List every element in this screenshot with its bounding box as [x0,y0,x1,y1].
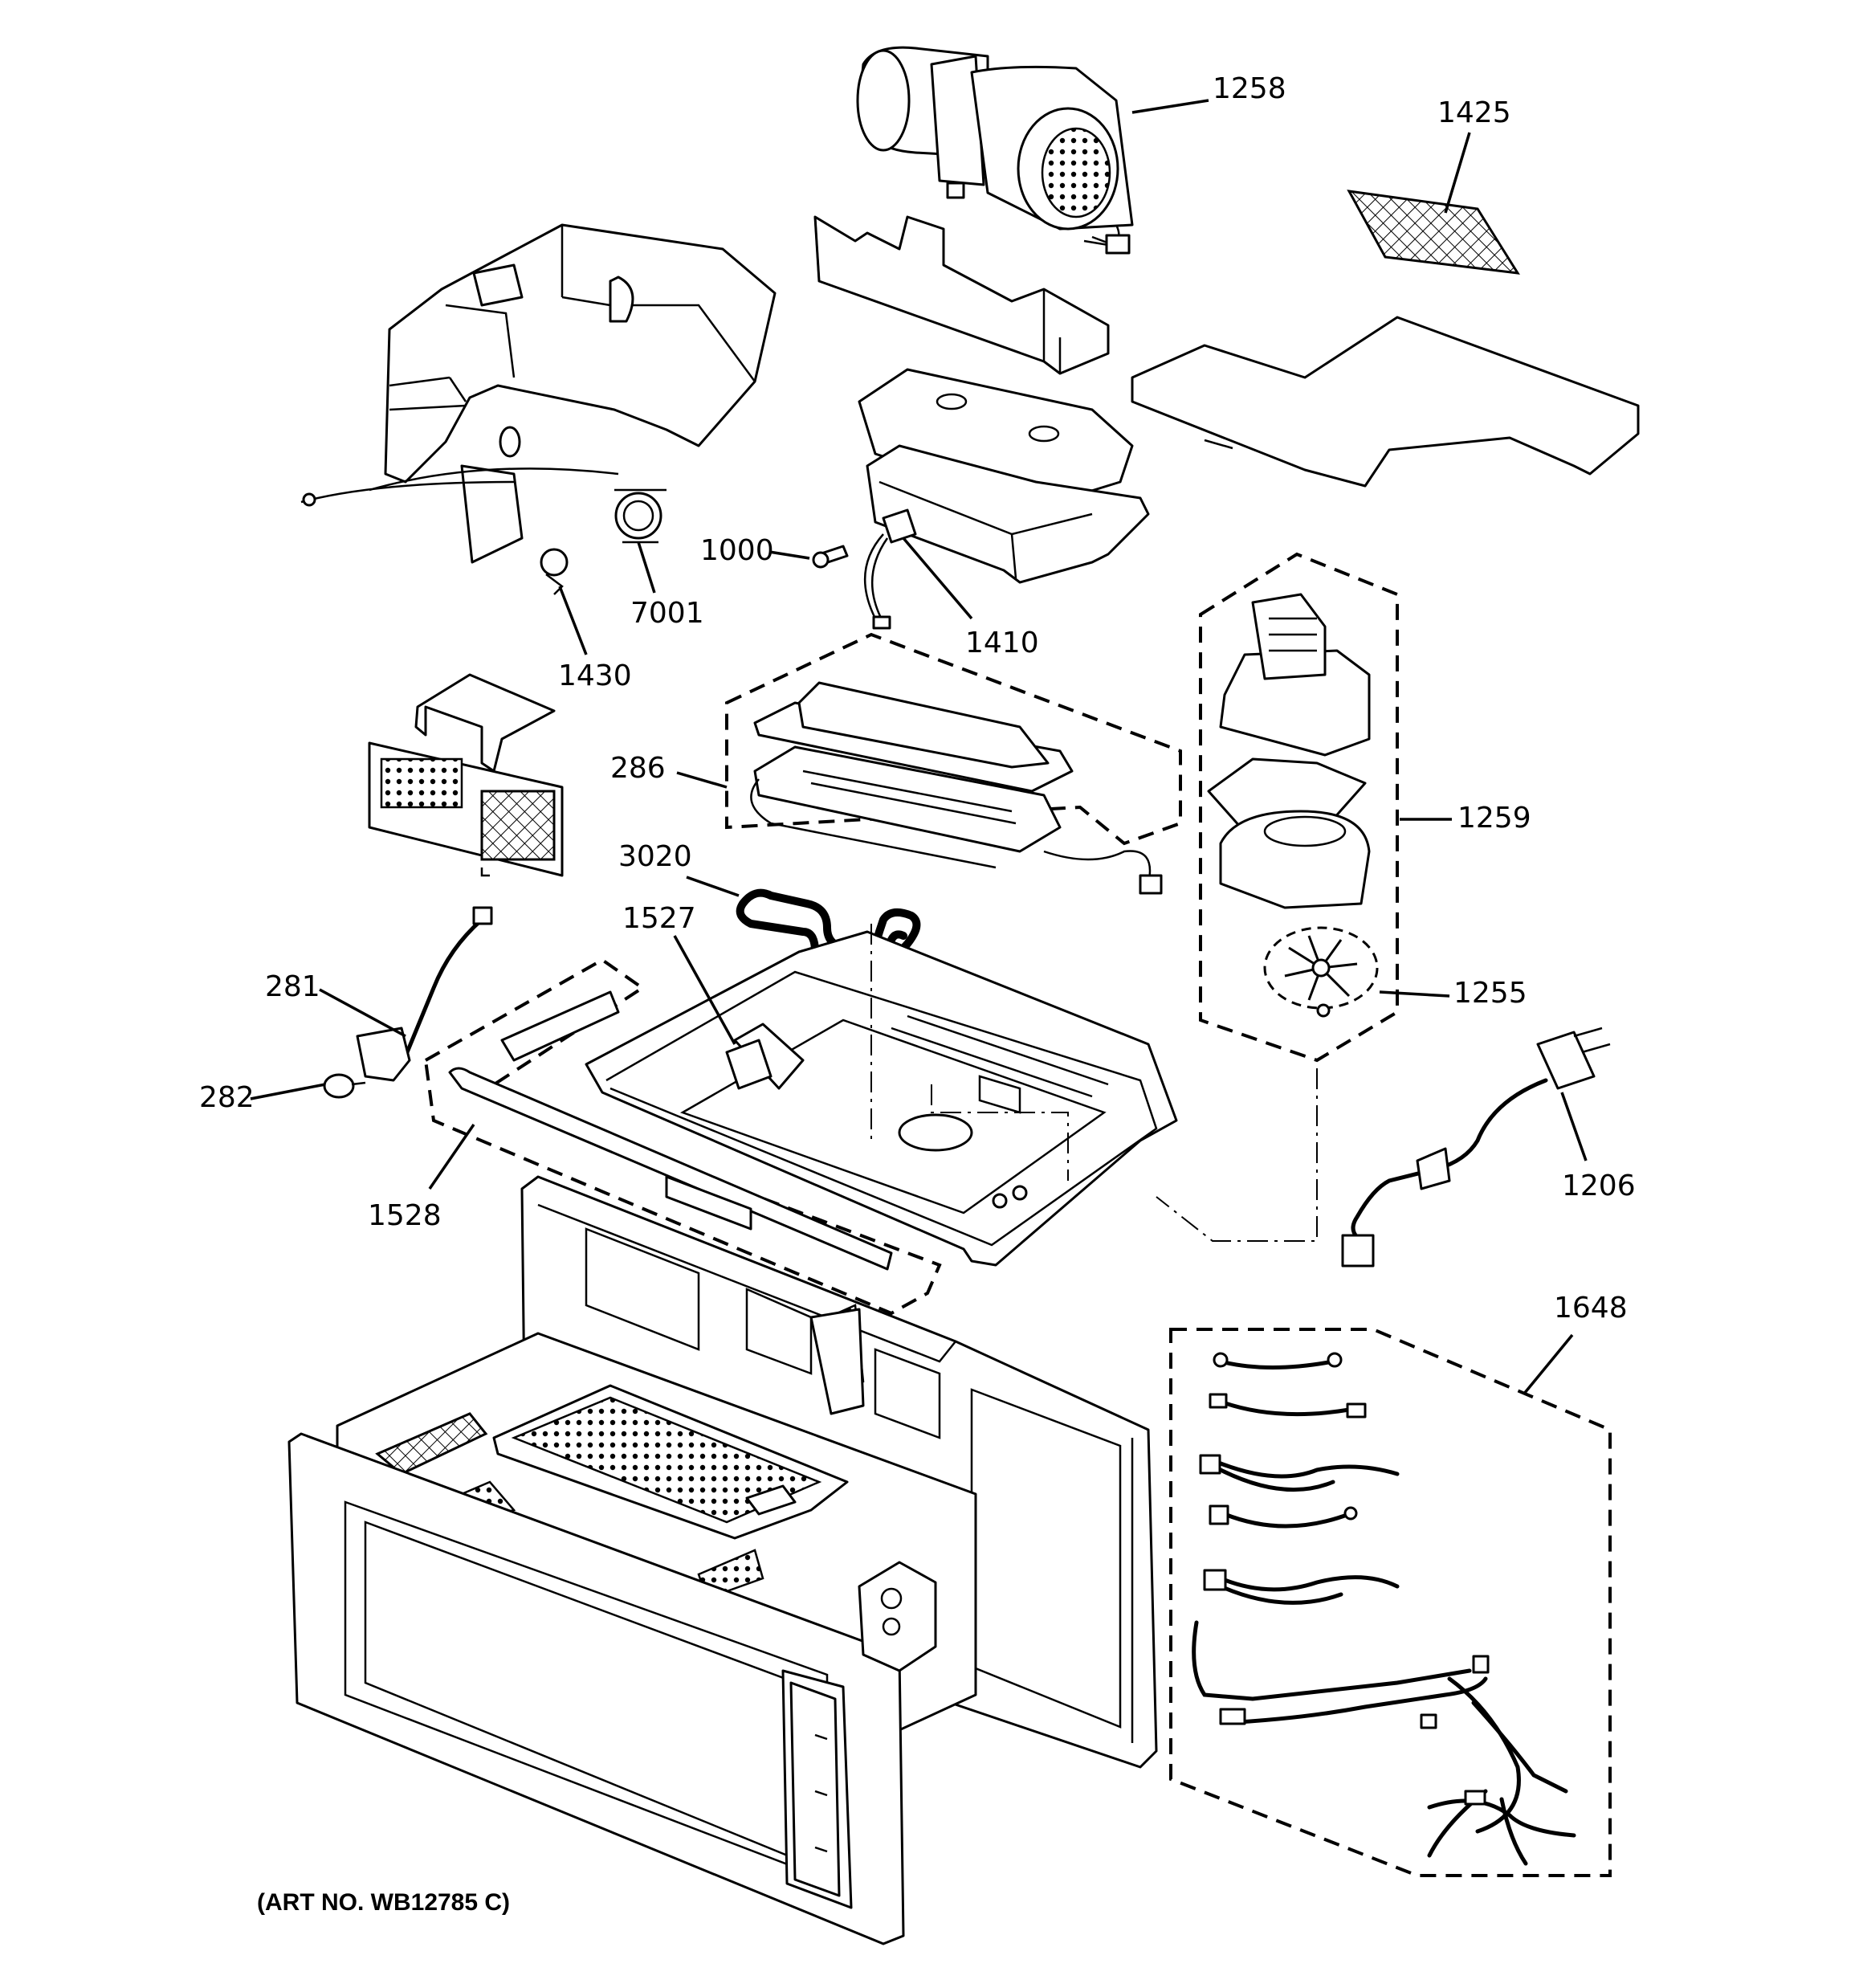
callout-1430-label: 1430 [558,659,632,692]
art-number: (ART NO. WB12785 C) [257,1889,510,1916]
callout-1528-label: 1528 [368,1199,442,1232]
callout-1206: 1206 [1560,1092,1636,1202]
callout-1258-label: 1258 [1213,72,1286,105]
callout-1410-label: 1410 [965,627,1039,659]
part-1258-blower-assembly[interactable] [856,46,1134,255]
part-1206-power-cord[interactable] [1341,1027,1611,1268]
callout-1528: 1528 [368,1124,475,1232]
callout-7001-label: 7001 [630,597,704,630]
oven-front-frame [287,1432,905,1945]
callout-1255: 1255 [1379,977,1527,1010]
top-cover-plate [1131,316,1640,488]
callout-281: 281 [265,970,406,1038]
callout-286: 286 [610,752,728,789]
callout-7001: 7001 [630,541,704,630]
callout-1258: 1258 [1131,72,1286,114]
part-1430-thermal-fuse[interactable] [540,548,569,595]
callout-1000: 1000 [700,534,810,567]
control-panel-holes [809,1308,865,1415]
callout-1206-label: 1206 [1562,1170,1636,1202]
part-7001-thermostat[interactable] [614,488,667,544]
part-1648-wire-harness-kit[interactable] [1169,1328,1612,1877]
callout-282: 282 [199,1081,326,1114]
vent-grille [368,741,564,877]
blower-mounting-bracket [813,215,1110,375]
callout-1000-label: 1000 [700,534,774,567]
part-286-heater-assembly[interactable] [725,632,1182,895]
callout-286-label: 286 [610,752,666,785]
callout-1527: 1527 [622,902,736,1045]
part-1255-fan-blade[interactable] [1263,926,1379,1018]
callout-3020-label: 3020 [618,840,692,873]
callout-1430: 1430 [558,586,632,692]
callout-1259: 1259 [1400,802,1531,835]
assembly-centerline-fan [1156,1068,1318,1242]
callout-281-label: 281 [265,970,320,1003]
part-1528-heater-kit[interactable] [423,957,942,1316]
callout-1425: 1425 [1437,96,1511,214]
part-1425-filter[interactable] [1347,190,1520,275]
vent-cover-bracket [414,673,556,773]
callout-1648-label: 1648 [1554,1292,1628,1325]
part-281-lamp-socket[interactable] [356,906,493,1082]
callout-1425-label: 1425 [1437,96,1511,129]
callout-282-label: 282 [199,1081,255,1114]
part-282-lamp-bulb[interactable] [323,1073,366,1099]
part-1259-convection-fan-assembly[interactable] [1199,552,1399,1063]
part-1000-screw[interactable] [812,545,849,569]
callout-1527-label: 1527 [622,902,696,935]
callout-1410: 1410 [902,537,1039,659]
air-duct-housing [384,223,777,484]
callout-1648: 1648 [1523,1292,1628,1395]
thermal-bracket-plate [300,464,619,564]
assembly-centerline-element [870,924,1069,1181]
part-1410-wire-connector[interactable] [863,508,917,630]
callout-1255-label: 1255 [1453,977,1527,1010]
cavity-top-plate [585,930,1178,1267]
part-1527-bracket[interactable] [725,1039,773,1090]
center-duct-assembly [858,368,1150,584]
callout-3020: 3020 [618,840,740,897]
waveguide-cover [858,1561,937,1672]
callout-1259-label: 1259 [1457,802,1531,835]
